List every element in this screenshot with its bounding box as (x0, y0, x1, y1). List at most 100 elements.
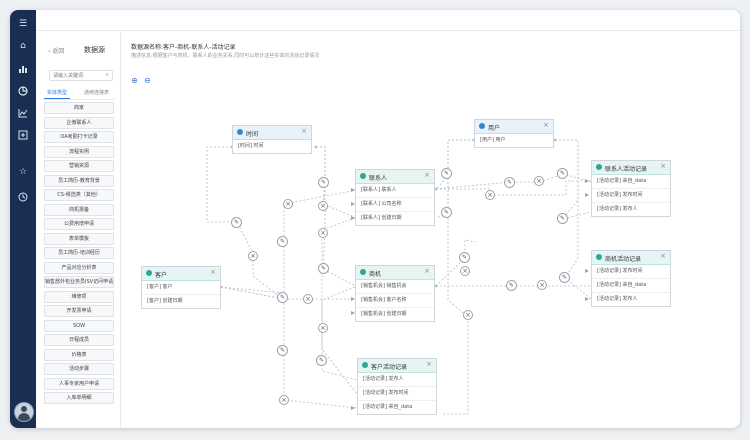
list-item[interactable]: 活动步骤 (44, 363, 114, 375)
list-item[interactable]: CS-候选类（其他） (44, 189, 114, 201)
edit-relation-icon[interactable]: ✎ (277, 236, 288, 247)
menu-icon[interactable]: ☰ (18, 19, 28, 29)
zoom-in-icon[interactable]: ⊕ (131, 76, 138, 85)
entity-node-contact[interactable]: 联系人× [联系人] 联系人 [联系人] 公司名称 [联系人] 创建日期 (355, 169, 435, 226)
search-input[interactable] (50, 71, 106, 80)
edit-relation-icon[interactable]: ✎ (504, 177, 515, 188)
node-field[interactable]: [联系人] 公司名称 (356, 198, 434, 212)
list-item[interactable]: 员工简历-培训经历 (44, 247, 114, 259)
node-field[interactable]: [联系人] 创建日期 (361, 215, 402, 221)
tab-common-join[interactable]: 通用连接表 (84, 90, 110, 96)
node-field[interactable]: [活动记录] 来自_data (363, 404, 413, 410)
list-item[interactable]: 日程成员 (44, 334, 114, 346)
node-field[interactable]: [销售机会] 客户名称 (356, 294, 434, 308)
close-icon[interactable]: × (543, 121, 549, 129)
edit-relation-icon[interactable]: ✎ (231, 217, 242, 228)
remove-relation-icon[interactable]: × (463, 310, 473, 320)
close-icon[interactable]: × (660, 252, 666, 260)
edit-relation-icon[interactable]: ✎ (557, 213, 568, 224)
list-item[interactable]: 流程实例 (44, 145, 114, 158)
remove-relation-icon[interactable]: × (534, 176, 544, 186)
node-field[interactable]: [活动记录] 发布时间 (358, 387, 436, 401)
edit-relation-icon[interactable]: ✎ (441, 207, 452, 218)
entity-node-contact-activity[interactable]: 联系人活动记录× [活动记录] 来自_data [活动记录] 发布时间 [活动记… (591, 160, 671, 217)
list-item[interactable]: 销售部外包业务员ISV访问申请 (44, 276, 114, 288)
tab-entity-type[interactable]: 实体类型 (43, 90, 71, 99)
report-add-icon[interactable] (17, 130, 29, 142)
close-icon[interactable]: × (301, 127, 307, 135)
edit-relation-icon[interactable]: ✎ (277, 292, 288, 303)
node-field[interactable]: [用户] 用户 (480, 137, 506, 143)
node-field[interactable]: [活动记录] 来自_data (592, 175, 670, 189)
list-item[interactable]: 表单模板 (44, 232, 114, 245)
history-icon[interactable] (17, 192, 29, 204)
edit-relation-icon[interactable]: ✎ (557, 168, 568, 179)
node-field[interactable]: [活动记录] 发布时间 (592, 189, 670, 203)
list-item[interactable]: 员工简历-教育背景 (44, 174, 114, 187)
entity-node-opportunity[interactable]: 商机× [销售机会] 销售机会 [销售机会] 客户名称 [销售机会] 创建日期 (355, 265, 435, 322)
list-item[interactable]: 商家 (44, 102, 114, 114)
remove-relation-icon[interactable]: × (279, 395, 289, 405)
node-field[interactable]: [活动记录] 发布人 (358, 373, 436, 387)
list-item[interactable]: SOW (44, 319, 114, 332)
star-icon[interactable]: ☆ (18, 167, 28, 177)
node-field[interactable]: [销售机会] 销售机会 (356, 280, 434, 294)
node-field[interactable]: [客户] 创建日期 (147, 298, 183, 304)
entity-node-customer-activity[interactable]: 客户活动记录× [活动记录] 发布人 [活动记录] 发布时间 [活动记录] 来自… (357, 358, 437, 415)
close-icon[interactable]: × (426, 360, 432, 368)
back-button[interactable]: ‹ 返回 (48, 48, 65, 55)
entity-node-time[interactable]: 时间× [时间] 时间 (232, 125, 312, 154)
node-field[interactable]: [客户] 客户 (142, 281, 220, 295)
remove-relation-icon[interactable]: × (537, 280, 547, 290)
close-icon[interactable]: × (660, 162, 666, 170)
node-field[interactable]: [活动记录] 发布人 (597, 206, 638, 212)
edit-relation-icon[interactable]: ✎ (318, 263, 329, 274)
chart-bar-icon[interactable] (17, 64, 29, 76)
remove-relation-icon[interactable]: × (283, 199, 293, 209)
pie-chart-icon[interactable] (17, 86, 29, 98)
node-field[interactable]: [活动记录] 发布人 (597, 296, 638, 302)
edit-relation-icon[interactable]: ✎ (318, 177, 329, 188)
node-field[interactable]: [联系人] 联系人 (356, 184, 434, 198)
entity-node-opportunity-activity[interactable]: 商机活动记录× [活动记录] 发布时间 [活动记录] 来自_data [活动记录… (591, 250, 671, 307)
list-item[interactable]: 维修项 (44, 290, 114, 303)
list-item[interactable]: 入库单明细 (44, 392, 114, 404)
edit-relation-icon[interactable]: ✎ (559, 272, 570, 283)
close-icon[interactable]: × (210, 268, 216, 276)
entity-node-customer[interactable]: 客户× [客户] 客户 [客户] 创建日期 (141, 266, 221, 309)
edit-relation-icon[interactable]: ✎ (316, 355, 327, 366)
remove-relation-icon[interactable]: × (318, 201, 328, 211)
edit-relation-icon[interactable]: ✎ (506, 280, 517, 291)
list-item[interactable]: 价格表 (44, 348, 114, 361)
node-field[interactable]: [活动记录] 来自_data (592, 279, 670, 293)
list-item[interactable]: 产品对应分析表 (44, 261, 114, 274)
home-icon[interactable]: ⌂ (20, 41, 26, 51)
avatar[interactable] (14, 402, 34, 422)
list-item[interactable]: 营销资源 (44, 160, 114, 172)
search-box[interactable]: ⌕ (49, 70, 113, 81)
list-item[interactable]: 企微联系人 (44, 116, 114, 129)
list-item[interactable]: 商机报备 (44, 203, 114, 216)
node-field[interactable]: [时间] 时间 (238, 143, 264, 149)
remove-relation-icon[interactable]: × (460, 266, 470, 276)
list-item[interactable]: 公费用增申请 (44, 218, 114, 230)
remove-relation-icon[interactable]: × (485, 190, 495, 200)
node-field[interactable]: [销售机会] 创建日期 (361, 311, 407, 317)
node-field[interactable]: [活动记录] 发布时间 (592, 265, 670, 279)
remove-relation-icon[interactable]: × (248, 251, 258, 261)
close-icon[interactable]: × (424, 267, 430, 275)
edit-relation-icon[interactable]: ✎ (277, 345, 288, 356)
edit-relation-icon[interactable]: ✎ (441, 168, 452, 179)
list-item[interactable]: OA考勤打卡记录 (44, 131, 114, 143)
remove-relation-icon[interactable]: × (303, 294, 313, 304)
remove-relation-icon[interactable]: × (318, 323, 328, 333)
zoom-out-icon[interactable]: ⊖ (144, 76, 151, 85)
close-icon[interactable]: × (424, 171, 430, 179)
search-icon[interactable]: ⌕ (105, 71, 109, 78)
list-item[interactable]: 开发票申请 (44, 305, 114, 317)
list-item[interactable]: 人事专家用户申请 (44, 377, 114, 390)
edit-relation-icon[interactable]: ✎ (459, 252, 470, 263)
entity-node-user[interactable]: 用户× [用户] 用户 (474, 119, 554, 148)
remove-relation-icon[interactable]: × (318, 228, 328, 238)
line-chart-icon[interactable] (17, 108, 29, 120)
